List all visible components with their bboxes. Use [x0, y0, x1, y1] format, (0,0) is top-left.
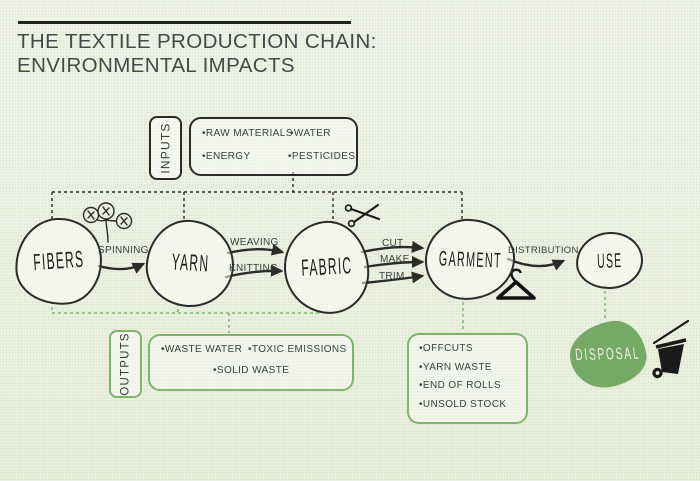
process-label-distribution: DISTRIBUTION	[508, 245, 579, 256]
disposal-label: DISPOSAL	[574, 345, 642, 364]
page-title: THE TEXTILE PRODUCTION CHAIN: ENVIRONMEN…	[17, 30, 377, 77]
inputs-label-box: INPUTS	[149, 116, 182, 180]
input-item: •ENERGY	[202, 151, 251, 162]
outputs-label: OUTPUTS	[119, 332, 132, 396]
output-item: •SOLID WASTE	[213, 365, 290, 376]
process-label-weaving: WEAVING	[230, 237, 279, 248]
scissors-icon	[344, 203, 381, 228]
cotton-plant-icon	[82, 202, 133, 243]
clothes-hanger-icon	[496, 268, 536, 300]
node-fabric-label: FABRIC	[300, 253, 353, 282]
process-label-knitting: KNITTING	[229, 263, 279, 274]
inputs-label: INPUTS	[158, 122, 173, 174]
inputs-dashed-connectors	[51, 172, 463, 224]
node-fibers-label: FIBERS	[32, 246, 85, 277]
cut-arrow	[360, 240, 425, 254]
outputs-label-box: OUTPUTS	[109, 330, 142, 398]
spinning-arrow	[97, 262, 146, 274]
output-item: •WASTE WATER	[161, 344, 243, 355]
input-item: •PESTICIDES	[288, 151, 356, 162]
title-rule	[18, 21, 351, 25]
garment-outputs-box: •OFFCUTS •YARN WASTE •END OF ROLLS •UNSO…	[407, 333, 528, 424]
page-title-line2: ENVIRONMENTAL IMPACTS	[17, 53, 295, 77]
wheelie-bin-icon	[652, 319, 690, 379]
node-use-label: USE	[596, 248, 623, 273]
output-item: •TOXIC EMISSIONS	[248, 344, 347, 355]
trim-arrow	[361, 271, 425, 285]
process-label-spinning: SPINNING	[98, 245, 149, 256]
process-label-trim: TRIM	[379, 271, 405, 282]
distribution-arrow	[506, 257, 566, 271]
input-item: •WATER	[290, 128, 331, 139]
make-arrow	[363, 256, 425, 269]
inputs-list-box: •RAW MATERIALS •WATER •ENERGY •PESTICIDE…	[189, 117, 358, 176]
process-label-cut: CUT	[382, 238, 404, 249]
garment-output-item: •OFFCUTS	[419, 343, 473, 354]
garment-output-item: •END OF ROLLS	[419, 380, 502, 391]
garment-output-item: •YARN WASTE	[419, 362, 492, 373]
process-label-make: MAKE	[380, 254, 410, 265]
weaving-arrow	[226, 243, 285, 256]
input-item: •RAW MATERIALS	[202, 128, 293, 139]
page-title-line1: THE TEXTILE PRODUCTION CHAIN:	[17, 30, 377, 53]
node-garment-label: GARMENT	[438, 246, 502, 273]
outputs-list-box: •WASTE WATER •TOXIC EMISSIONS •SOLID WAS…	[148, 334, 354, 391]
garment-output-item: •UNSOLD STOCK	[419, 399, 507, 410]
node-yarn-label: YARN	[170, 249, 210, 278]
outputs-dashed-connectors	[51, 285, 606, 333]
